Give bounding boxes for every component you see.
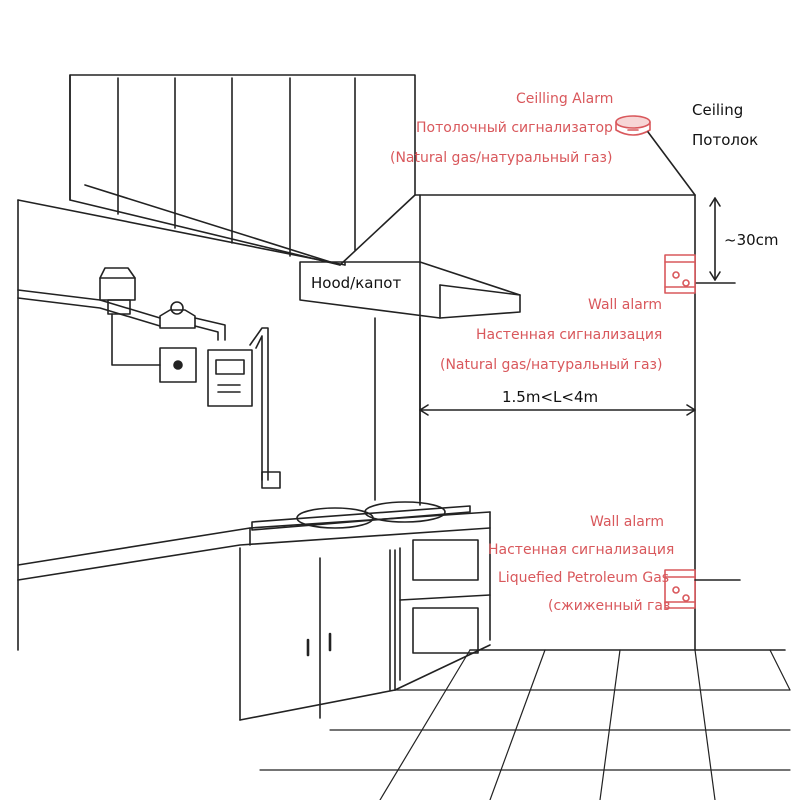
ceiling-alarm-gas: (Natural gas/натуральный газ) (390, 150, 613, 166)
wall-alarm-title: Wall alarm (588, 297, 662, 313)
floor-tiles (259, 649, 791, 800)
wall-cabinets (69, 74, 416, 266)
ceiling-label-ru: Потолок (692, 131, 759, 149)
wall-socket-icon (159, 347, 197, 383)
ceiling-leader-line (647, 131, 696, 196)
ceiling-alarm-title: Ceilling Alarm (516, 91, 614, 107)
ceiling-alarm-title-ru: Потолочный сигнализатор (416, 120, 613, 136)
gas-meter-icon (207, 349, 253, 407)
base-cabinets (17, 539, 491, 721)
range-hood-icon (299, 261, 521, 501)
ceiling-distance-label: ~30cm (724, 231, 779, 249)
countertop (17, 511, 491, 641)
ceiling-distance-dimension (694, 197, 736, 284)
source-distance-label: 1.5m<L<4m (502, 388, 599, 406)
source-distance-dimension (419, 404, 696, 416)
lpg-alarm-gas-ru: (сжиженный газ (548, 598, 671, 614)
gas-valve-icon (159, 301, 196, 329)
wall-alarm-title-ru: Настенная сигнализация (476, 327, 663, 343)
ceiling-label: Ceiling (692, 101, 744, 119)
gas-pipe (17, 289, 281, 489)
lpg-alarm-title: Wall alarm (590, 514, 664, 530)
lpg-alarm-title-ru: Настенная сигнализация (488, 542, 675, 558)
cooktop-icon (251, 501, 471, 531)
wall-alarm-lpg-icon (664, 569, 696, 609)
wall-alarm-icon (664, 254, 696, 294)
shutoff-valve-icon (99, 267, 161, 366)
lpg-alarm-gas: Liquefied Petroleum Gas (498, 570, 670, 586)
hood-label: Hood/капот (311, 274, 402, 292)
ceiling-alarm-icon (615, 115, 651, 136)
wall-alarm-gas: (Natural gas/натуральный газ) (440, 357, 663, 373)
